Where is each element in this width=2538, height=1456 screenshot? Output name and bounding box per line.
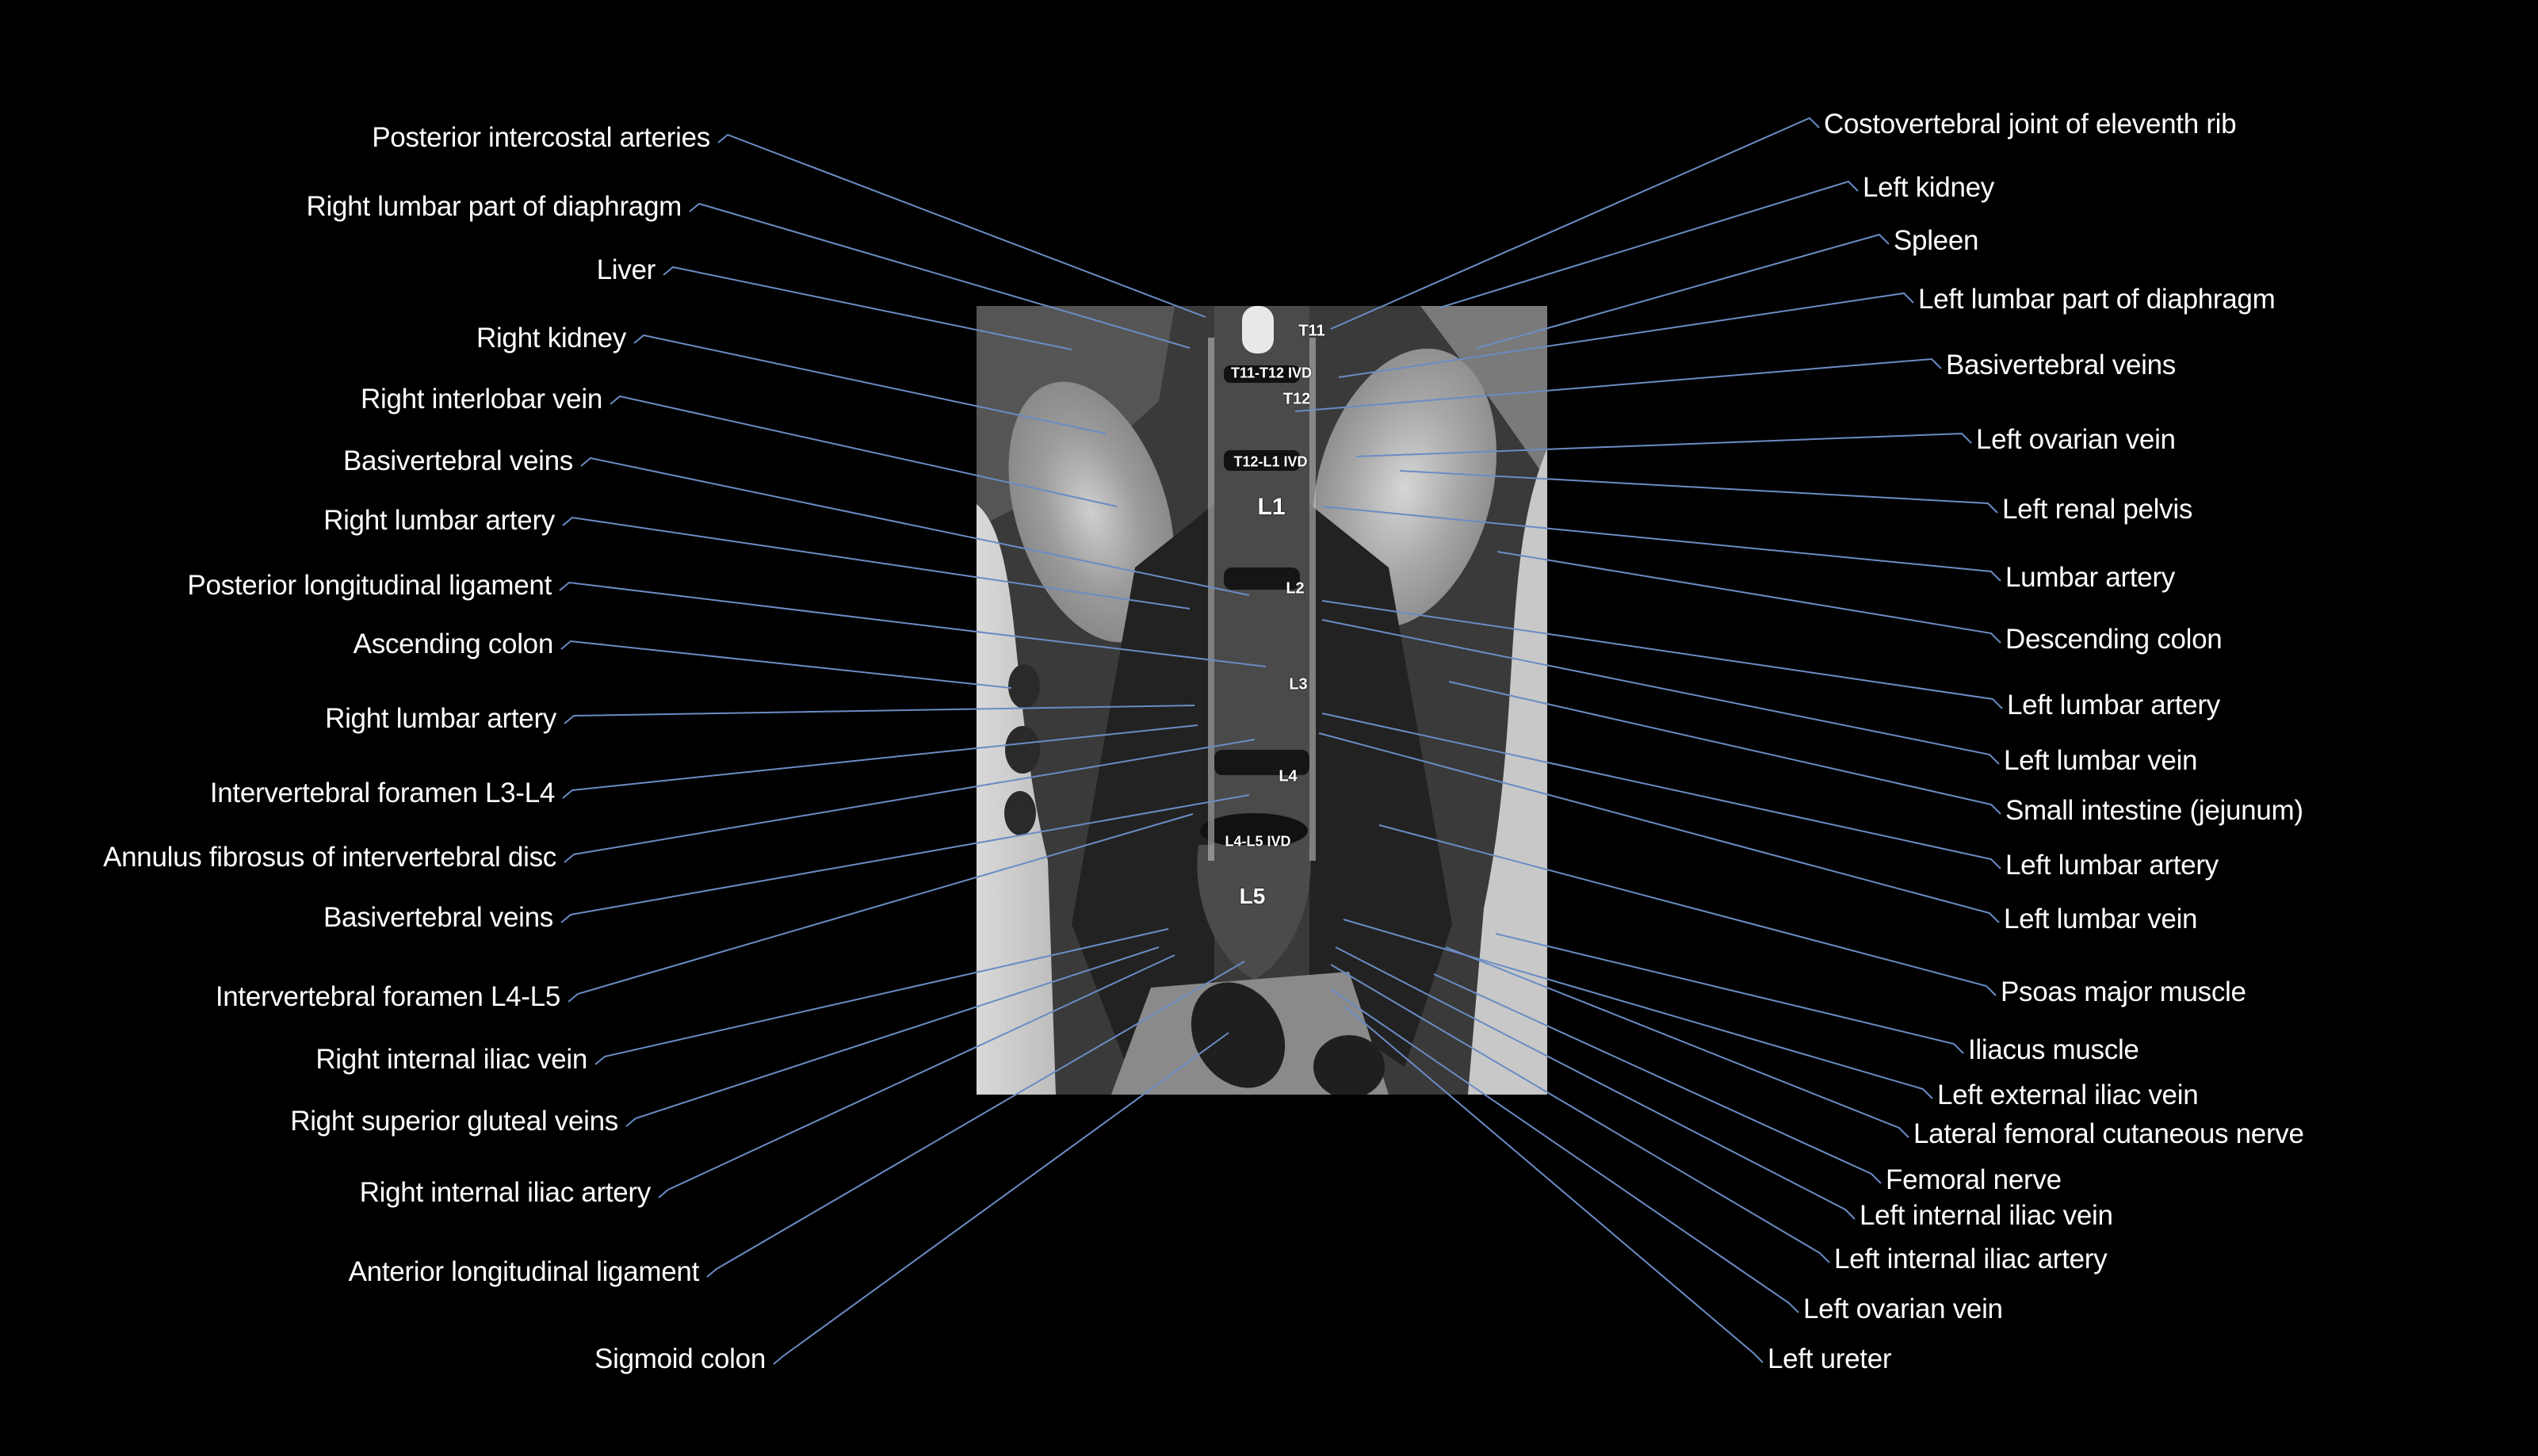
label-spleen: Spleen — [1894, 225, 1979, 256]
label-intervertebral-foramen-l4-l5: Intervertebral foramen L4-L5 — [215, 981, 560, 1012]
label-anterior-longitudinal-ligament: Anterior longitudinal ligament — [348, 1256, 700, 1287]
label-liver: Liver — [596, 254, 656, 285]
label-right-lumbar-artery: Right lumbar artery — [325, 703, 556, 734]
label-left-lumbar-vein: Left lumbar vein — [2004, 904, 2198, 934]
label-right-internal-iliac-vein: Right internal iliac vein — [315, 1044, 587, 1075]
vertebra-label-l1: L1 — [1257, 494, 1286, 520]
label-descending-colon: Descending colon — [2005, 624, 2223, 655]
vertebra-label-l4: L4 — [1279, 767, 1298, 785]
label-left-lumbar-vein: Left lumbar vein — [2004, 745, 2198, 776]
leader-line — [560, 640, 1012, 689]
label-left-lumbar-artery: Left lumbar artery — [2007, 690, 2220, 720]
label-costovertebral-joint-of-eleventh-rib: Costovertebral joint of eleventh rib — [1824, 109, 2237, 139]
label-right-internal-iliac-artery: Right internal iliac artery — [359, 1177, 652, 1208]
label-sigmoid-colon: Sigmoid colon — [594, 1343, 766, 1374]
vertebra-label-l5: L5 — [1239, 884, 1266, 908]
label-ascending-colon: Ascending colon — [353, 629, 554, 659]
label-annulus-fibrosus-of-intervertebral-disc: Annulus fibrosus of intervertebral disc — [103, 842, 556, 873]
label-iliacus-muscle: Iliacus muscle — [1968, 1034, 2139, 1065]
mri-coronal-image — [977, 306, 1547, 1095]
label-left-lumbar-part-of-diaphragm: Left lumbar part of diaphragm — [1918, 284, 2276, 315]
label-left-ovarian-vein: Left ovarian vein — [1803, 1294, 2003, 1324]
vertebra-label-l4-l5-ivd: L4-L5 IVD — [1225, 833, 1291, 850]
label-left-lumbar-artery: Left lumbar artery — [2005, 850, 2219, 881]
label-posterior-longitudinal-ligament: Posterior longitudinal ligament — [187, 570, 552, 601]
leader-line — [1495, 933, 1964, 1054]
vertebra-label-t11-t12-ivd: T11-T12 IVD — [1230, 365, 1313, 381]
label-right-lumbar-artery: Right lumbar artery — [323, 505, 555, 536]
mri-illustration — [977, 306, 1547, 1095]
label-right-superior-gluteal-veins: Right superior gluteal veins — [290, 1106, 618, 1137]
label-left-internal-iliac-artery: Left internal iliac artery — [1834, 1244, 2108, 1274]
label-right-interlobar-vein: Right interlobar vein — [361, 384, 602, 415]
vertebra-label-l3: L3 — [1289, 675, 1308, 694]
label-femoral-nerve: Femoral nerve — [1886, 1164, 2062, 1195]
label-posterior-intercostal-arteries: Posterior intercostal arteries — [372, 122, 710, 153]
vertebra-label-t12: T12 — [1282, 390, 1311, 408]
label-left-external-iliac-vein: Left external iliac vein — [1937, 1080, 2199, 1110]
label-lumbar-artery: Lumbar artery — [2005, 562, 2175, 593]
label-basivertebral-veins: Basivertebral veins — [1946, 350, 2176, 380]
label-intervertebral-foramen-l3-l4: Intervertebral foramen L3-L4 — [209, 778, 555, 808]
leader-line — [717, 133, 1206, 318]
leader-line — [1330, 117, 1820, 330]
vertebra-label-t11: T11 — [1298, 322, 1325, 340]
leader-line — [1496, 551, 2001, 644]
label-lateral-femoral-cutaneous-nerve: Lateral femoral cutaneous nerve — [1913, 1118, 2304, 1149]
label-small-intestine-jejunum: Small intestine (jejunum) — [2005, 795, 2303, 826]
label-basivertebral-veins: Basivertebral veins — [343, 445, 573, 476]
label-left-kidney: Left kidney — [1863, 172, 1994, 203]
label-left-ureter: Left ureter — [1768, 1343, 1892, 1374]
label-left-renal-pelvis: Left renal pelvis — [2002, 494, 2193, 525]
label-left-ovarian-vein: Left ovarian vein — [1976, 424, 2176, 455]
label-left-internal-iliac-vein: Left internal iliac vein — [1860, 1200, 2113, 1231]
leader-line — [1439, 180, 1859, 308]
vertebra-label-l2: L2 — [1286, 579, 1305, 598]
label-basivertebral-veins: Basivertebral veins — [323, 902, 553, 933]
label-right-kidney: Right kidney — [476, 323, 626, 353]
vertebra-label-t12-l1-ivd: T12-L1 IVD — [1233, 453, 1308, 470]
label-psoas-major-muscle: Psoas major muscle — [2001, 976, 2246, 1007]
label-right-lumbar-part-of-diaphragm: Right lumbar part of diaphragm — [306, 191, 682, 222]
